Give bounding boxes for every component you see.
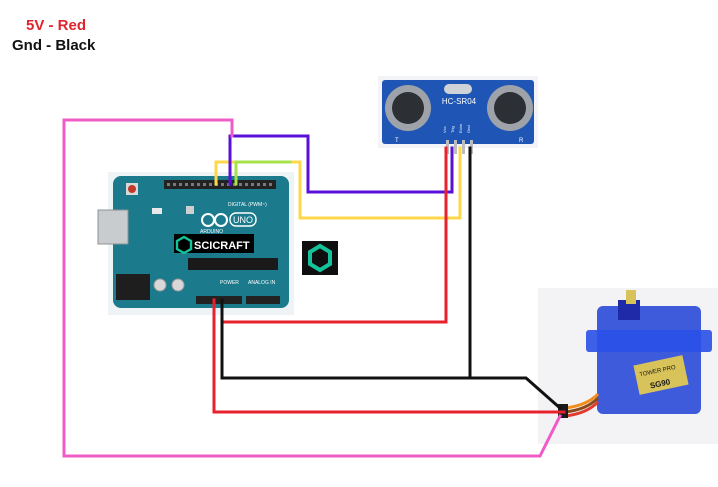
power-header-label: POWER xyxy=(220,280,239,286)
servo-model-label: SG90 xyxy=(649,377,671,390)
uno-label: UNO xyxy=(233,215,253,225)
wire-servo-signal-pink xyxy=(62,118,563,458)
servo-sticker xyxy=(633,355,689,395)
hc-sr04-sensor: HC-SR04 T R Vcc Trig Echo Gnd xyxy=(378,76,538,154)
transmitter xyxy=(392,92,424,124)
servo-cable-brown xyxy=(565,396,600,414)
wire-spare-green xyxy=(234,160,292,186)
sensor-r-mark: R xyxy=(519,138,524,144)
servo-gear-housing xyxy=(618,300,640,320)
sg90-servo: TOWER PRO SG90 xyxy=(538,288,718,444)
power-header xyxy=(196,296,242,304)
analog-header-label: ANALOG IN xyxy=(248,280,276,286)
atmega-chip xyxy=(188,258,278,270)
arduino-label: ARDUINO xyxy=(200,229,223,235)
wire-echo-purple xyxy=(228,134,454,194)
wire-trig-yellow xyxy=(214,146,462,220)
arduino-uno-board: DIGITAL (PWM~) UNO ARDUINO SCICRAFT POWE… xyxy=(97,172,294,315)
legend-5v-red: 5V - Red xyxy=(26,17,87,34)
hexagon-logo-icon xyxy=(302,241,338,275)
scicraft-hex-icon xyxy=(175,235,193,255)
crystal xyxy=(444,84,472,94)
capacitor xyxy=(153,278,167,292)
receiver xyxy=(494,92,526,124)
servo-body xyxy=(597,306,701,414)
servo-cable-orange xyxy=(565,392,600,410)
servo-mount-tab xyxy=(586,330,712,352)
servo-cable-red xyxy=(565,400,600,418)
sensor-pin-trig: Trig xyxy=(450,126,455,133)
usb-port xyxy=(97,209,129,245)
digital-header xyxy=(164,180,276,189)
sensor-model-label: HC-SR04 xyxy=(442,97,477,106)
power-jack xyxy=(116,274,150,300)
reset-button xyxy=(128,185,136,193)
wire-gnd-servo-black xyxy=(220,298,563,411)
servo-shaft xyxy=(626,290,636,304)
sensor-pin-vcc: Vcc xyxy=(442,126,447,133)
component xyxy=(186,206,194,214)
wire-5v-servo-red xyxy=(212,298,566,414)
scicraft-label: SCICRAFT xyxy=(194,240,250,252)
arduino-logo-icon xyxy=(201,213,228,227)
capacitor xyxy=(171,278,185,292)
sensor-pin-gnd: Gnd xyxy=(466,125,471,133)
scicraft-banner xyxy=(174,234,254,253)
legend-gnd-black: Gnd - Black xyxy=(12,37,96,54)
uno-badge xyxy=(229,212,257,227)
component xyxy=(152,208,162,214)
digital-header-label: DIGITAL (PWM~) xyxy=(228,202,267,208)
sensor-pin-echo: Echo xyxy=(458,123,463,133)
sensor-t-mark: T xyxy=(395,138,399,144)
analog-header xyxy=(246,296,280,304)
